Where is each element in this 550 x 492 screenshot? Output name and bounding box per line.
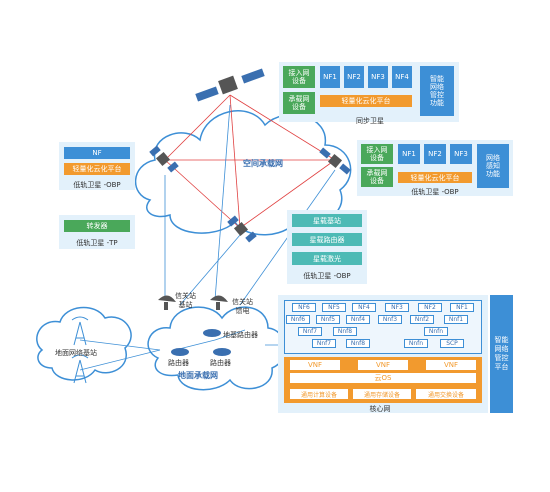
core-nnf1: Nnf1 (444, 315, 468, 324)
sync-nf3: NF3 (368, 66, 388, 88)
leo-tp-caption: 低轨卫星 -TP (76, 239, 118, 247)
sync-cloud-platform: 轻量化云化平台 (320, 95, 412, 107)
satellite-dish-icon (210, 295, 228, 310)
leo-tp-transponder: 转发器 (64, 220, 130, 232)
core-nnf5: Nnf5 (316, 315, 340, 324)
router-label-1: 路由器 (168, 359, 189, 367)
gateway-feed-label: 信关站 馈电 (232, 298, 253, 315)
router-icon (213, 348, 231, 356)
space-network-label: 空间承载网 (243, 159, 283, 168)
satellite-icon (227, 215, 257, 243)
sync-access-box: 接入网 设备 (283, 66, 315, 88)
router-icon (203, 329, 221, 337)
core-caption: 核心网 (369, 405, 391, 413)
ground-base-station-label: 地面网络基站 (55, 349, 97, 357)
leo-right-cloud: 轻量化云化平台 (398, 172, 472, 183)
sync-mgmt-box: 智能 网络 管控 功能 (420, 66, 454, 116)
core-nnfn-b: Nnfn (404, 339, 428, 348)
core-storage-device: 通用存储设备 (353, 389, 411, 399)
core-nnf7-a: Nnf7 (298, 327, 322, 336)
cell-tower-icon (71, 354, 89, 384)
core-vnf-3: VNF (426, 360, 476, 370)
leo-left-cloud: 轻量化云化平台 (64, 163, 130, 175)
core-nnf4: Nnf4 (346, 315, 370, 324)
core-nnfn-a: Nnfn (424, 327, 448, 336)
leo-right-bearer: 承载网 设备 (361, 167, 393, 187)
leo-right-nf2: NF2 (424, 144, 446, 164)
core-nf4: NF4 (352, 303, 376, 312)
leo-mid-item-base-station: 星载基站 (292, 214, 362, 227)
leo-mid-item-router: 星载路由器 (292, 233, 362, 246)
leo-left-nf: NF (64, 147, 130, 159)
leo-mid-item-laser: 星载激光 (292, 252, 362, 265)
router-label-2: 路由器 (210, 359, 231, 367)
core-nf3: NF3 (385, 303, 409, 312)
core-vnf-2: VNF (358, 360, 408, 370)
core-nf6: NF6 (292, 303, 316, 312)
core-cloud-os: 云OS (290, 373, 476, 383)
sync-nf4: NF4 (392, 66, 412, 88)
sync-nf2: NF2 (344, 66, 364, 88)
sync-nf1: NF1 (320, 66, 340, 88)
core-nnf7-b: Nnf7 (312, 339, 336, 348)
core-scp: SCP (440, 339, 464, 348)
leo-left-caption: 低轨卫星 -OBP (73, 181, 121, 189)
core-compute-device: 通用计算设备 (290, 389, 348, 399)
core-nnf3: Nnf3 (378, 315, 402, 324)
leo-mid-caption: 低轨卫星 -OBP (303, 272, 351, 280)
core-mgmt-platform: 智能 网络 管控 平台 (490, 295, 513, 413)
core-nnf8-b: Nnf8 (346, 339, 370, 348)
space-cloud (134, 110, 352, 236)
leo-right-nf3: NF3 (450, 144, 472, 164)
satellite-icon (319, 147, 351, 175)
leo-right-nf1: NF1 (398, 144, 420, 164)
ground-network-label: 地面承载网 (178, 371, 218, 380)
leo-right-access: 接入网 设备 (361, 144, 393, 164)
core-vnf-1: VNF (290, 360, 340, 370)
core-nf2: NF2 (418, 303, 442, 312)
cell-tower-icon (71, 316, 89, 346)
core-nnf2: Nnf2 (410, 315, 434, 324)
ground-cloud (36, 306, 286, 391)
satellite-dish-icon (158, 295, 176, 310)
satellite-icon (149, 145, 179, 173)
sync-bearer-box: 承载网 设备 (283, 92, 315, 114)
core-nf5: NF5 (322, 303, 346, 312)
gateway-base-label: 信关站 基站 (175, 292, 196, 309)
core-nnf8-a: Nnf8 (333, 327, 357, 336)
sync-caption: 同步卫星 (356, 117, 384, 125)
router-icon (171, 348, 189, 356)
leo-right-caption: 低轨卫星 -OBP (411, 188, 459, 196)
core-switch-device: 通用交换设备 (416, 389, 476, 399)
satellite-icon (195, 68, 265, 102)
core-nnf6: Nnf6 (286, 315, 310, 324)
ground-base-router-label: 地基路由器 (223, 331, 258, 339)
leo-right-sense: 网络 感知 功能 (477, 144, 509, 188)
core-nf1: NF1 (450, 303, 474, 312)
